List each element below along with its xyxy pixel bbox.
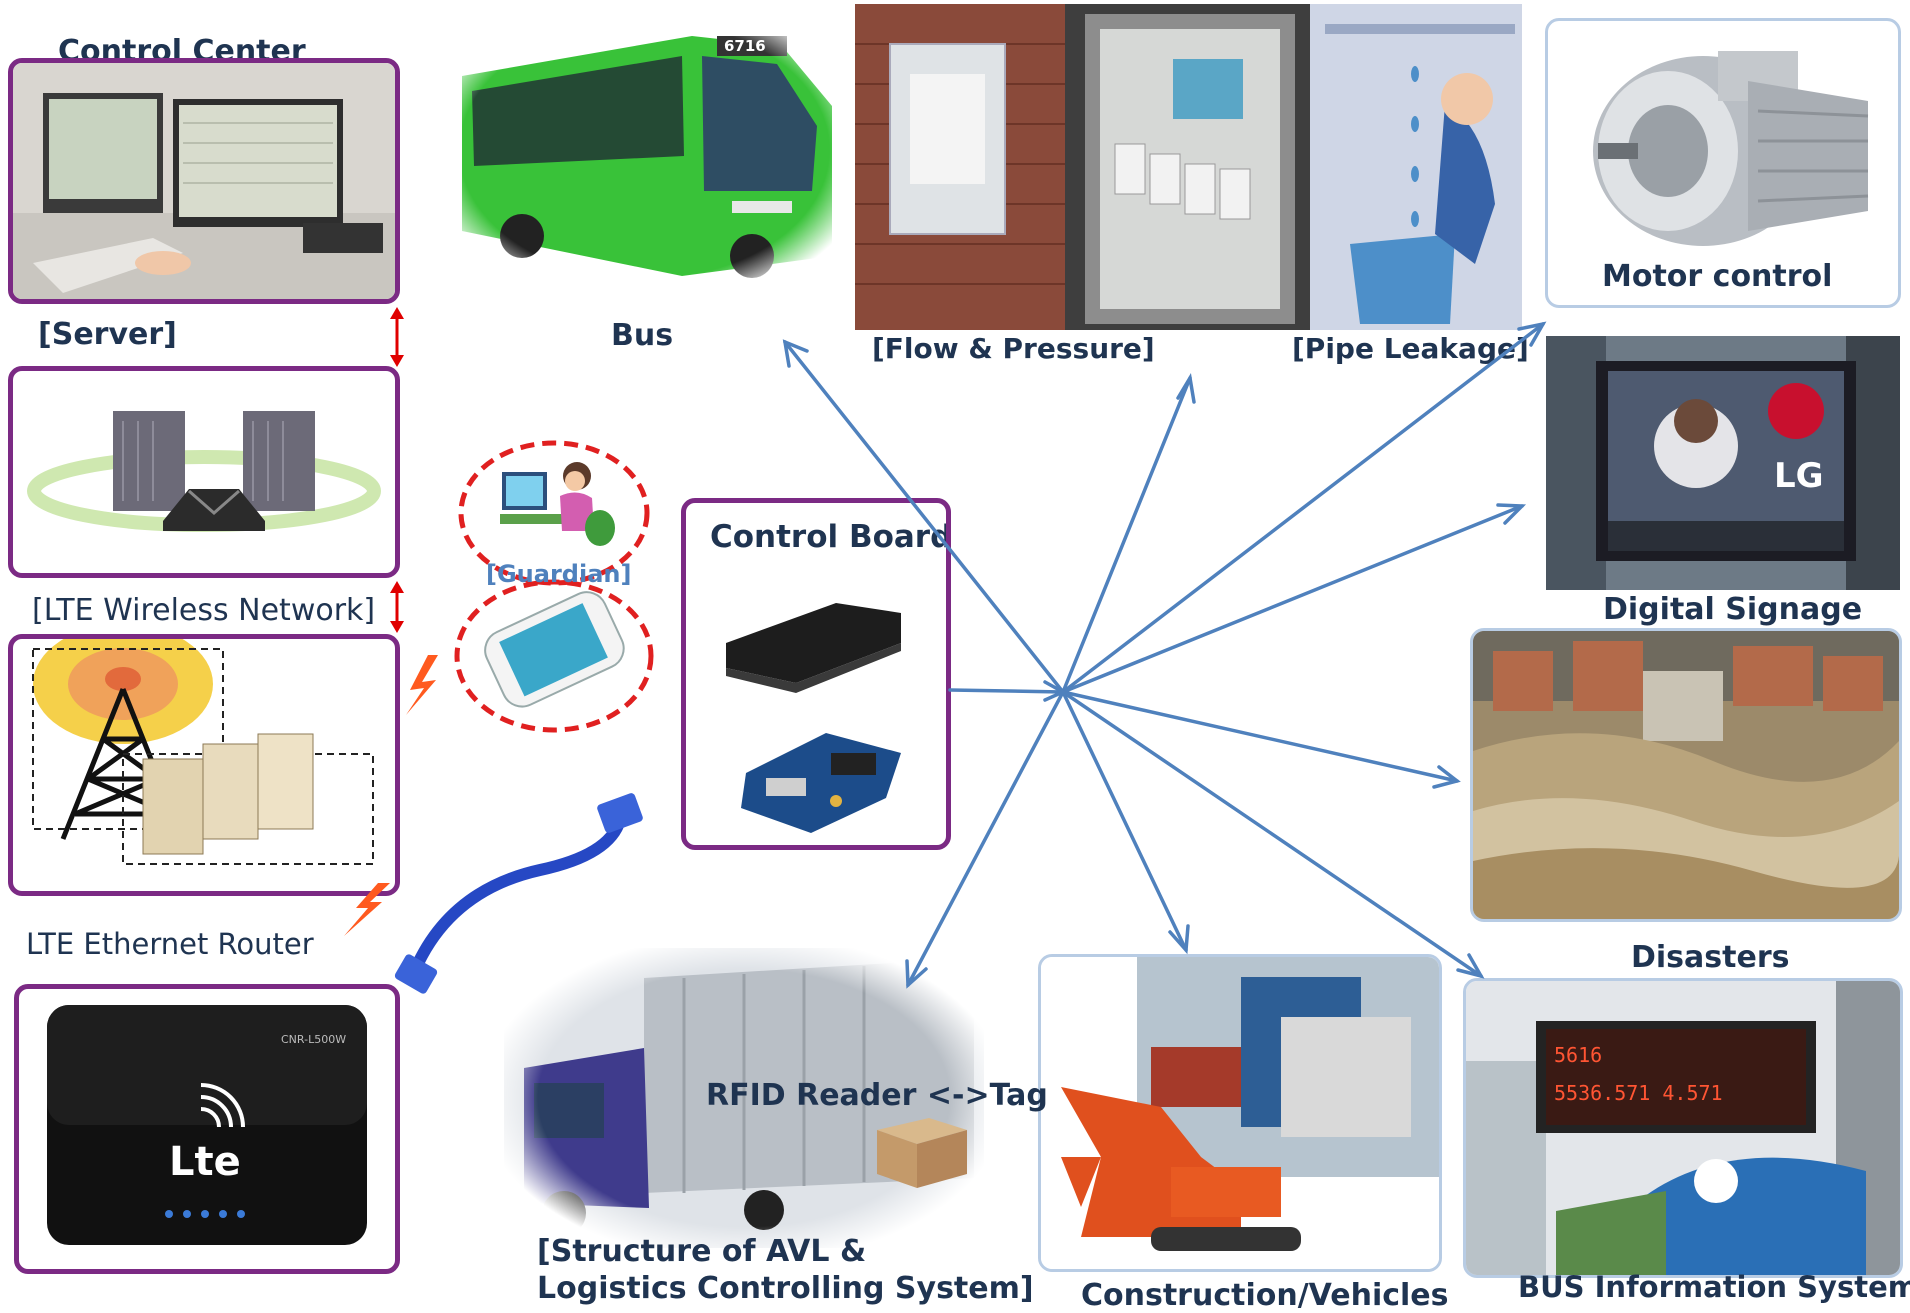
- server-label: [Server]: [38, 317, 177, 352]
- arrowhead-bus: [782, 339, 809, 368]
- lte-tower-illustration: [32, 639, 374, 865]
- digital-signage-label: Digital Signage: [1603, 592, 1863, 627]
- arrowhead-construction: [1168, 924, 1190, 955]
- arrow-bus: [783, 340, 1065, 694]
- construction-frame: [1038, 954, 1442, 1272]
- arrow-to-hub: [948, 688, 1065, 694]
- control-board-hardware: [726, 603, 901, 833]
- rfid-tag-box-icon: [877, 1118, 967, 1188]
- bis-display-line1: 5616: [1554, 1043, 1603, 1067]
- bis-frame: 5616 5536.571 4.571: [1463, 978, 1903, 1278]
- arrow-motor: [1061, 322, 1545, 694]
- wireless-signal-icon: [406, 655, 438, 715]
- avl-label-line2: Logistics Controlling System]: [537, 1271, 1034, 1306]
- motor-label: Motor control: [1602, 259, 1833, 294]
- motor-frame: Motor control: [1545, 18, 1901, 308]
- vertical-connector-arrows: [390, 307, 404, 633]
- arrowhead-hub: [1043, 680, 1067, 702]
- guardian-label: [Guardian]: [486, 560, 632, 588]
- disasters-frame: [1470, 628, 1902, 922]
- pipe-leakage-label: [Pipe Leakage]: [1292, 332, 1529, 365]
- control-center-frame: [8, 58, 400, 304]
- control-center-photo: [13, 63, 395, 299]
- construction-label: Construction/Vehicles: [1081, 1278, 1449, 1313]
- bus-route-number: 6716: [724, 37, 766, 55]
- arrowhead-disasters: [1432, 765, 1461, 789]
- bus-label: Bus: [611, 318, 674, 353]
- bis-display-line2: 5536.571 4.571: [1554, 1081, 1723, 1105]
- avl-truck-photo: [504, 948, 984, 1248]
- control-board-title: Control Board: [710, 519, 951, 555]
- lte-router-frame: CNR-L500W Lte: [14, 984, 400, 1274]
- control-board-frame: Control Board: [681, 498, 951, 850]
- lte-router-label: LTE Ethernet Router: [26, 927, 314, 961]
- server-frame: [8, 366, 400, 578]
- motor-photo: [1593, 51, 1869, 246]
- arrowhead-motor: [1517, 321, 1547, 347]
- arrow-avl: [906, 690, 1065, 987]
- arrowhead-signage: [1496, 503, 1527, 525]
- lte-network-label: [LTE Wireless Network]: [32, 593, 376, 628]
- flow-pressure-label: [Flow & Pressure]: [872, 332, 1155, 365]
- signage-brand: LG: [1774, 456, 1824, 496]
- arrowhead-bis: [1456, 953, 1485, 979]
- disasters-label: Disasters: [1631, 940, 1790, 975]
- rfid-label: RFID Reader <->Tag: [706, 1078, 1048, 1113]
- bis-photo: [1466, 981, 1900, 1275]
- bis-label: BUS Information System: [1518, 1270, 1910, 1304]
- arrowhead-water: [1176, 373, 1196, 404]
- lte-network-frame: [8, 634, 400, 896]
- router-signal-icon: [344, 883, 390, 936]
- lte-router-device: [47, 1005, 367, 1245]
- router-model-text: CNR-L500W: [281, 1033, 347, 1046]
- arrow-water: [1061, 376, 1192, 694]
- arrow-construction: [1061, 690, 1188, 952]
- water-photo: [855, 4, 1522, 330]
- arrow-disasters: [1061, 690, 1459, 783]
- server-illustration: [27, 411, 381, 532]
- arrowhead-avl: [905, 959, 928, 989]
- ethernet-cable: [394, 793, 643, 994]
- guardian-circles: [454, 440, 654, 733]
- arrow-signage: [1061, 504, 1524, 694]
- digital-signage-photo: LG: [1546, 336, 1900, 590]
- arrow-bis: [1061, 690, 1483, 978]
- construction-photo: [1041, 957, 1439, 1269]
- router-logo-text: Lte: [169, 1139, 241, 1185]
- avl-label-line1: [Structure of AVL &: [537, 1234, 867, 1269]
- disasters-photo: [1473, 631, 1899, 919]
- bus-photo: 6716: [452, 16, 837, 284]
